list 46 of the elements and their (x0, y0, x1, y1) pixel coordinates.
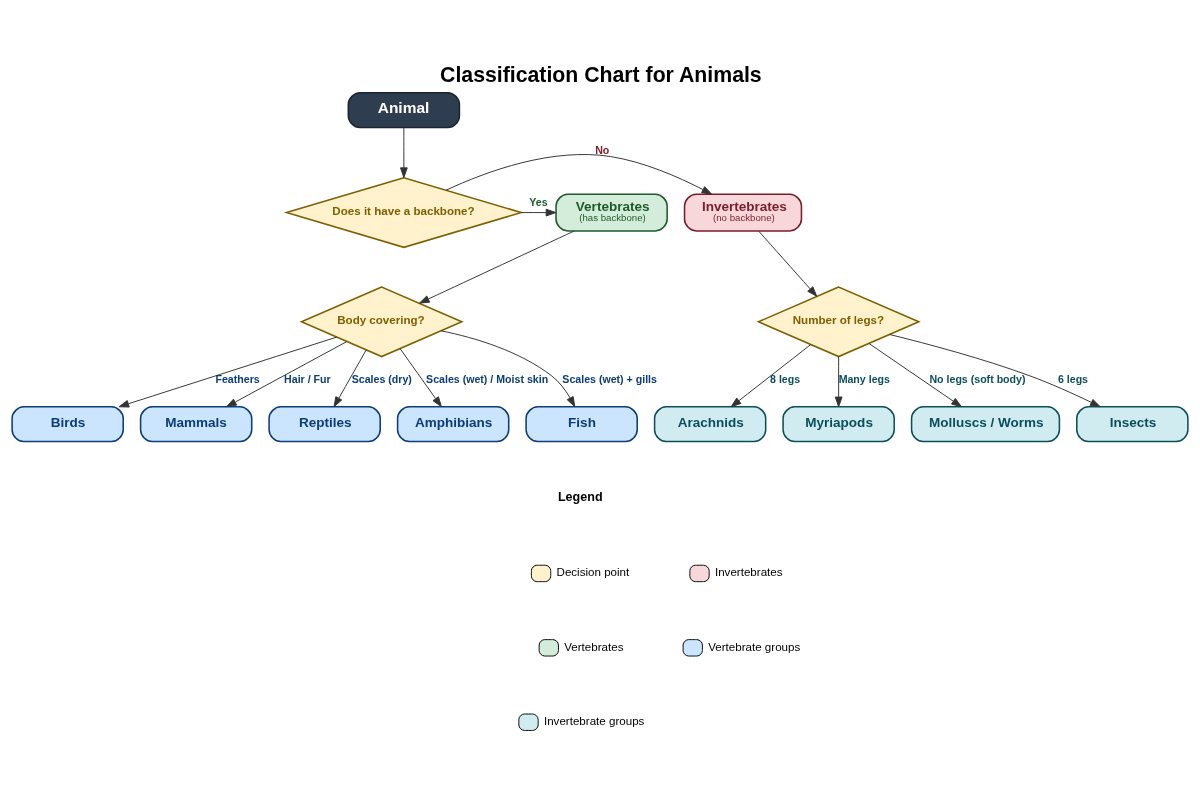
node-box: Birds (11, 405, 124, 442)
edge-label: 6 legs (1057, 372, 1089, 385)
node-diamond: Body covering? (299, 285, 464, 357)
edge-label: Scales (wet) + gills (562, 372, 657, 385)
edge-label: Yes (529, 195, 548, 208)
arrow (730, 343, 812, 407)
node-box: Reptiles (268, 405, 381, 442)
edge-label: Many legs (838, 372, 890, 385)
node-box: Animal (347, 91, 461, 128)
arrow (333, 348, 367, 407)
node-box: Invertebrates (no backbone) (683, 192, 803, 232)
arrow (868, 342, 962, 407)
label: Legend (557, 489, 603, 504)
edge-label: 8 legs (770, 372, 801, 385)
arrow (400, 126, 408, 178)
legend-label: Decision point (556, 565, 630, 578)
arrow (520, 208, 557, 216)
node-box: Molluscs / Worms (910, 405, 1061, 442)
node-box: Arachnids (653, 405, 767, 442)
node-diamond: Does it have a backbone? (283, 176, 524, 248)
arrow (834, 355, 843, 407)
legend-label: Invertebrates (714, 565, 783, 578)
arrow (445, 153, 713, 195)
legend-label: Vertebrates (564, 640, 624, 653)
edge-label: Hair / Fur (284, 372, 331, 385)
arrow (399, 347, 442, 407)
edge-label: Feathers (215, 372, 260, 385)
arrow (440, 329, 576, 407)
arrow (889, 333, 1101, 407)
diagram-title: Classification Chart for Animals (440, 62, 762, 87)
legend-label: Invertebrate groups (543, 714, 645, 727)
node-box: Amphibians (396, 405, 510, 442)
edge-label: Scales (wet) / Moist skin (426, 372, 549, 385)
legend-label: Vertebrate groups (708, 640, 801, 653)
arrow (419, 230, 575, 304)
node-box: Mammals (139, 405, 253, 442)
node-box: Myriapods (782, 405, 895, 442)
node-box: Fish (525, 405, 638, 442)
edge-label: No (595, 143, 610, 156)
arrow (118, 336, 338, 407)
node-box: Vertebrates (has backbone) (555, 192, 668, 232)
edge-label: No legs (soft body) (929, 372, 1026, 385)
arrow (226, 340, 348, 407)
edge-label: Scales (dry) (351, 372, 412, 385)
arrow (758, 230, 818, 297)
node-box: Insects (1076, 405, 1189, 442)
